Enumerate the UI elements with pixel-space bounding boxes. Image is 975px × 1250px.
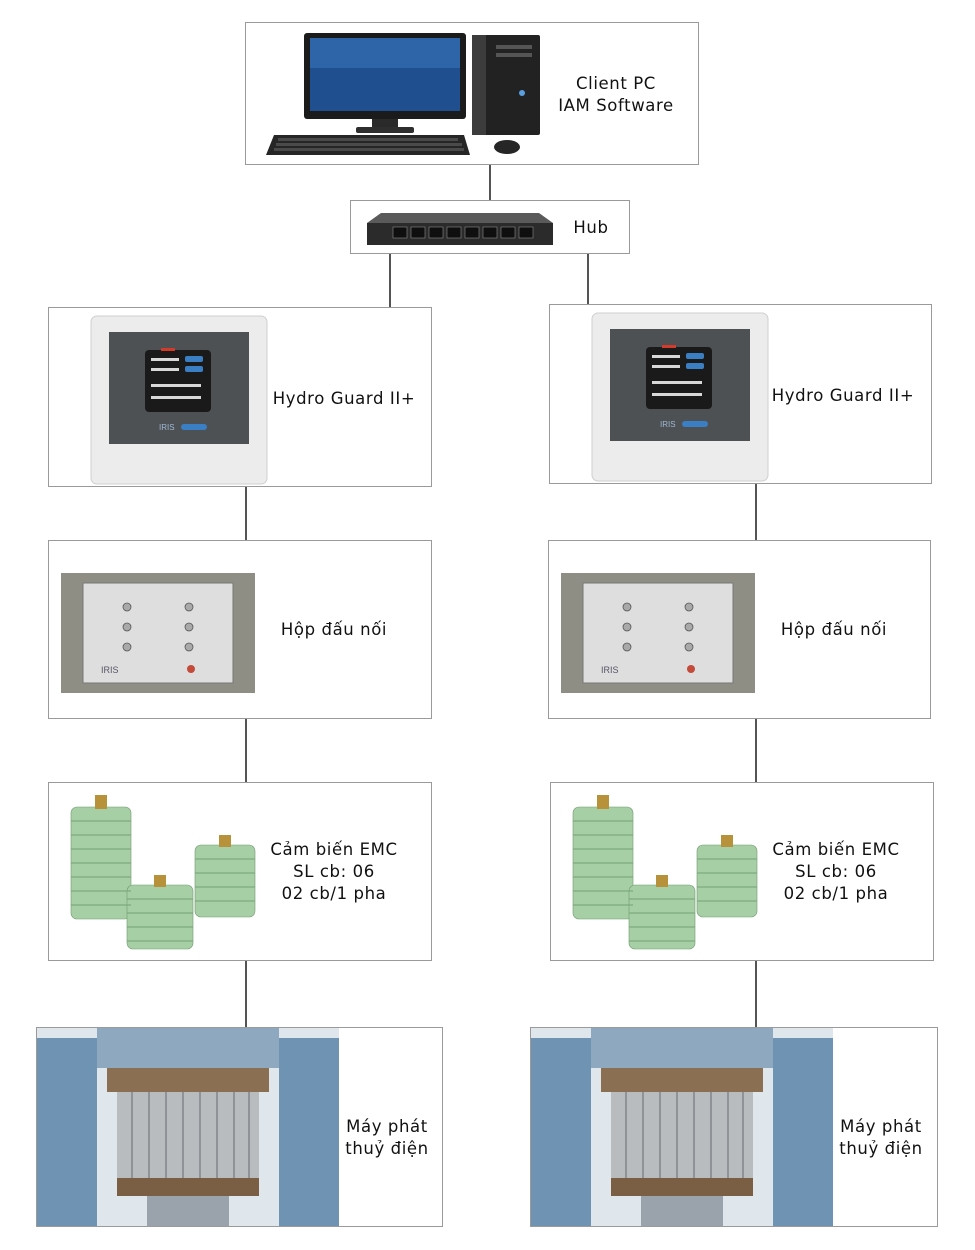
hydro-generator-icon (531, 1028, 833, 1226)
client-pc-title: Client PC (576, 74, 656, 93)
junction-box-icon: IRIS (561, 573, 755, 693)
right-emc-sensor-per-phase: 02 cb/1 pha (783, 884, 889, 903)
right-generator-line1: Máy phát (840, 1117, 922, 1136)
hub-label: Hub (573, 218, 609, 237)
network-switch-icon (367, 213, 553, 245)
svg-text:IRIS: IRIS (601, 665, 619, 675)
left-emc-sensor-box: Cảm biến EMC SL cb: 06 02 cb/1 pha (48, 782, 432, 961)
right-junction-label: Hộp đấu nối (780, 620, 888, 639)
hydro-guard-device-icon: IRIS (591, 312, 769, 482)
right-emc-sensor-box: Cảm biến EMC SL cb: 06 02 cb/1 pha (550, 782, 934, 961)
right-emc-sensor-label: Cảm biến EMC SL cb: 06 02 cb/1 pha (761, 839, 911, 905)
client-pc-label: Client PC IAM Software (551, 73, 681, 117)
emc-sensor-icon (572, 795, 758, 950)
right-hydro-guard-box: IRIS Hydro Guard II+ (549, 304, 932, 484)
client-pc-box: Client PC IAM Software (245, 22, 699, 165)
hydro-generator-icon (37, 1028, 339, 1226)
left-junction-label: Hộp đấu nối (280, 620, 388, 639)
hub-box: Hub (350, 200, 630, 254)
right-generator-label: Máy phát thuỷ điện (831, 1116, 931, 1160)
client-pc-software: IAM Software (558, 96, 674, 115)
left-emc-sensor-per-phase: 02 cb/1 pha (281, 884, 387, 903)
right-junction-box: IRIS Hộp đấu nối (548, 540, 931, 719)
left-generator-box: Máy phát thuỷ điện (36, 1027, 443, 1227)
left-emc-sensor-label: Cảm biến EMC SL cb: 06 02 cb/1 pha (259, 839, 409, 905)
junction-box-icon: IRIS (61, 573, 255, 693)
left-emc-sensor-count: SL cb: 06 (293, 862, 375, 881)
left-hydro-guard-label: Hydro Guard II+ (272, 389, 416, 408)
hydro-guard-device-icon: IRIS (90, 315, 268, 485)
svg-text:IRIS: IRIS (660, 420, 676, 429)
left-generator-label: Máy phát thuỷ điện (337, 1116, 437, 1160)
svg-text:IRIS: IRIS (159, 423, 175, 432)
left-emc-sensor-title: Cảm biến EMC (270, 840, 398, 859)
right-generator-line2: thuỷ điện (839, 1139, 923, 1158)
right-emc-sensor-title: Cảm biến EMC (772, 840, 900, 859)
left-junction-box: IRIS Hộp đấu nối (48, 540, 432, 719)
desktop-computer-icon (266, 33, 540, 155)
left-generator-line2: thuỷ điện (345, 1139, 429, 1158)
left-generator-line1: Máy phát (346, 1117, 428, 1136)
right-generator-box: Máy phát thuỷ điện (530, 1027, 938, 1227)
right-hydro-guard-label: Hydro Guard II+ (771, 386, 915, 405)
left-hydro-guard-box: IRIS Hydro Guard II+ (48, 307, 432, 487)
right-emc-sensor-count: SL cb: 06 (795, 862, 877, 881)
emc-sensor-icon (70, 795, 256, 950)
svg-text:IRIS: IRIS (101, 665, 119, 675)
